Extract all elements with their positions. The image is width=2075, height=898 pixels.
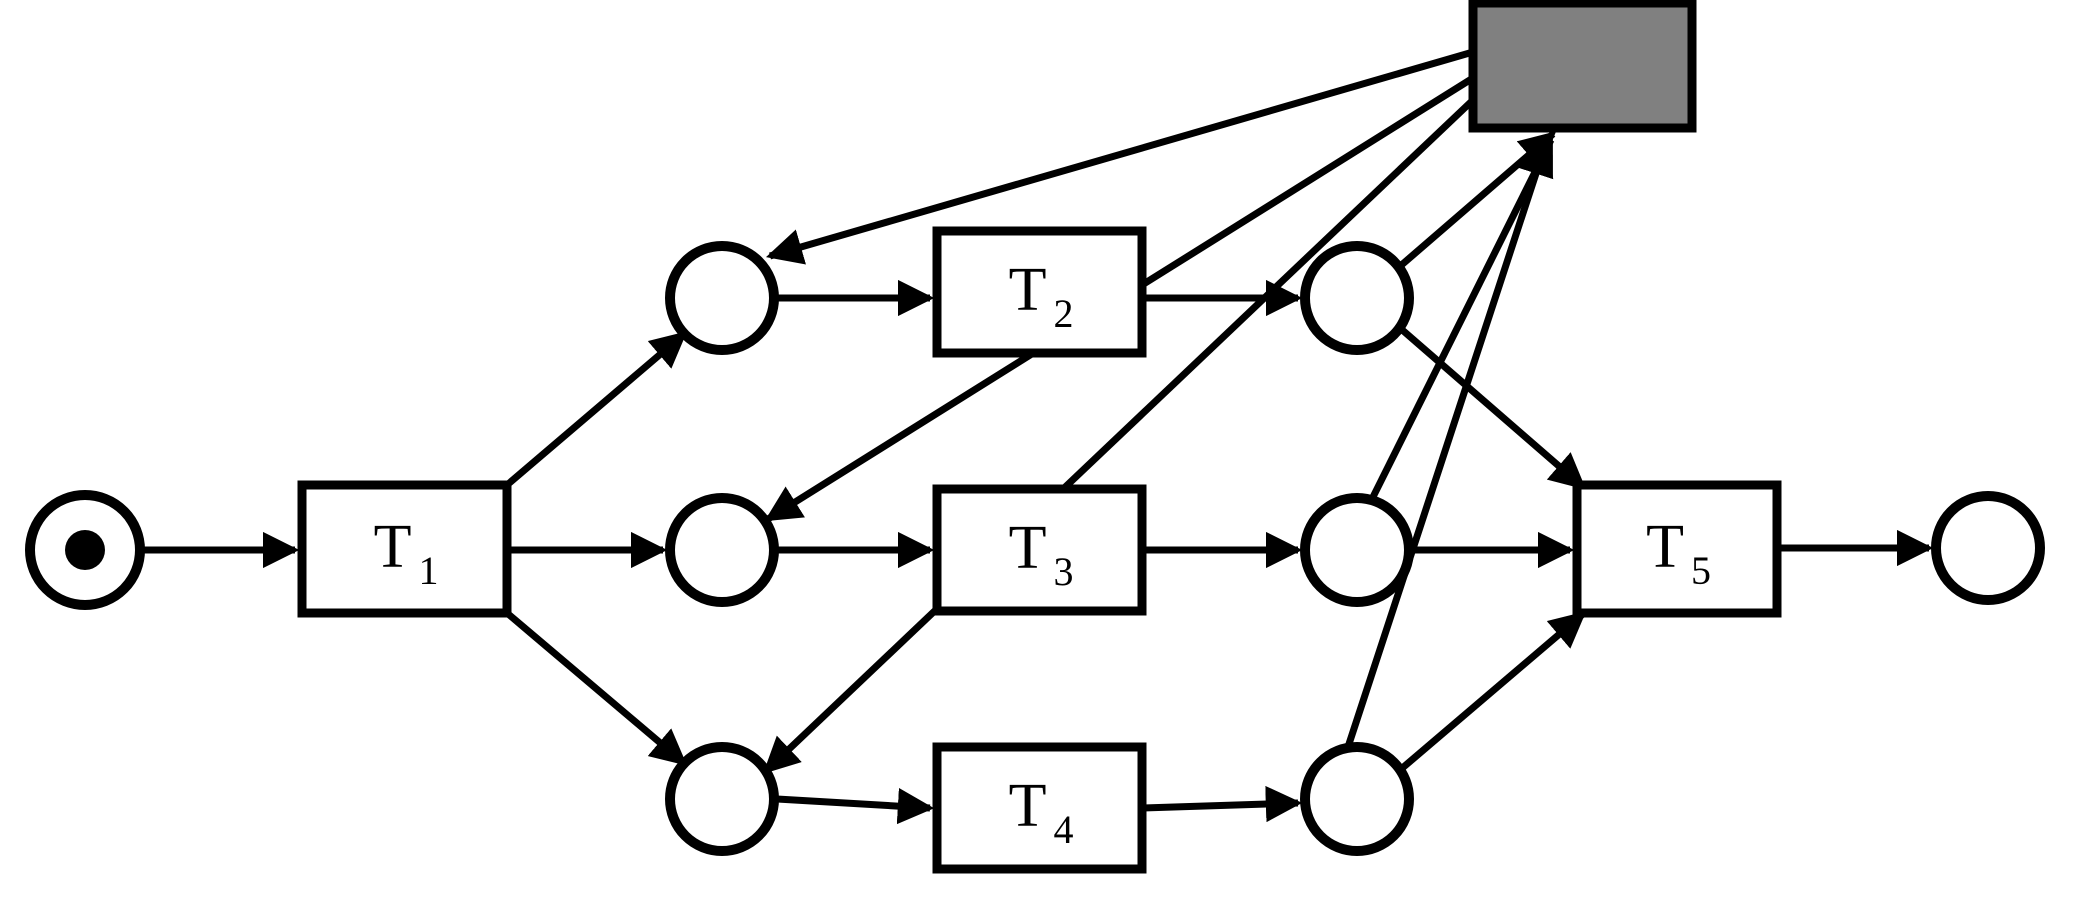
place-top-right-circle[interactable]	[1300, 241, 1414, 355]
transition-t2-label: T	[1009, 256, 1047, 324]
reset-transition-box[interactable]	[1468, 0, 1697, 133]
arc-place-top-right-to-t5	[1397, 325, 1587, 490]
arc-place-top-right-to-t5-line	[1397, 325, 1587, 490]
transition-t3-box[interactable]	[932, 484, 1147, 616]
place-bottom-right[interactable]	[1300, 742, 1414, 856]
place-top-left[interactable]	[665, 241, 779, 355]
transition-t5-box[interactable]	[1572, 480, 1782, 618]
transition-t5-label: T	[1646, 513, 1684, 581]
transition-t1-subscript: 1	[419, 548, 439, 593]
transition-t3-label: T	[1009, 514, 1047, 582]
arc-place-bot-right-to-reset	[1344, 139, 1554, 749]
arc-place-bot-right-to-t5-line	[1397, 611, 1587, 773]
transition-t2-box[interactable]	[932, 226, 1147, 358]
arc-t1-to-place-top	[504, 331, 688, 488]
arc-t1-to-place-top-line	[504, 331, 688, 488]
place-middle-right[interactable]	[1300, 493, 1414, 607]
transition-t3-subscript: 3	[1054, 549, 1074, 594]
arc-place-mid-right-to-reset-line	[1368, 136, 1555, 501]
start-place-token	[65, 530, 105, 570]
transition-t4-box[interactable]	[932, 742, 1147, 874]
place-bottom-left[interactable]	[665, 742, 779, 856]
arc-place-mid-right-to-reset	[1368, 136, 1555, 501]
arc-t4-to-place-bot-right-line	[1141, 785, 1303, 823]
transition-t4-subscript: 4	[1054, 807, 1074, 852]
arc-place-bot-to-t4	[776, 787, 935, 825]
arc-place-bot-right-to-t5	[1397, 611, 1587, 773]
reset-transition[interactable]	[1468, 0, 1697, 133]
transition-t2-subscript: 2	[1054, 291, 1074, 336]
arc-t1-to-place-bot	[504, 610, 688, 766]
arc-reset-to-place-top	[765, 48, 1474, 265]
arc-reset-to-place-top-line	[765, 48, 1474, 265]
transition-t1-label: T	[374, 513, 412, 581]
place-middle-left-circle[interactable]	[665, 493, 779, 607]
start-place[interactable]	[25, 490, 145, 610]
transition-t1-box[interactable]	[297, 480, 512, 618]
place-top-left-circle[interactable]	[665, 241, 779, 355]
arc-place-bot-right-to-reset-line	[1344, 139, 1554, 749]
place-middle-left[interactable]	[665, 493, 779, 607]
transition-t4-label: T	[1009, 772, 1047, 840]
transition-t5-subscript: 5	[1691, 548, 1711, 593]
arc-place-bot-to-t4-line	[776, 787, 935, 825]
arc-t4-to-place-bot-right	[1141, 785, 1303, 823]
end-place-circle[interactable]	[1931, 491, 2045, 605]
arcs-layer	[140, 48, 1934, 825]
place-top-right[interactable]	[1300, 241, 1414, 355]
place-bottom-right-circle[interactable]	[1300, 742, 1414, 856]
arc-reset-to-place-bot	[762, 97, 1476, 774]
arc-reset-to-place-bot-line	[762, 97, 1476, 774]
arc-t1-to-place-bot-line	[504, 610, 688, 766]
place-middle-right-circle[interactable]	[1300, 493, 1414, 607]
end-place[interactable]	[1931, 491, 2045, 605]
places-layer	[25, 241, 2045, 856]
place-bottom-left-circle[interactable]	[665, 742, 779, 856]
